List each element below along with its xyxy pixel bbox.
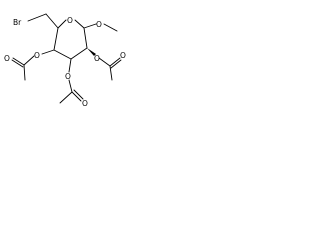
bond-c5-c6 xyxy=(45,13,59,29)
bond-carbonyl-c4-methyl xyxy=(23,64,26,81)
bromomethyl-group xyxy=(27,13,59,29)
bond-carbonyl-c2-methyl xyxy=(109,65,113,81)
acetoxy-group-c4 xyxy=(11,49,55,81)
bond-o-carbonyl-c4 xyxy=(23,55,35,66)
molecule-structure: Br O O O O O O O O xyxy=(4,13,126,108)
bond-carbonyl-c3-double-a xyxy=(71,91,82,102)
bond-c1-c2 xyxy=(83,27,88,49)
bond-carbonyl-c2-double-b xyxy=(110,59,122,69)
methoxy-oxygen-label: O xyxy=(96,20,102,29)
bond-carbonyl-c4-double-a xyxy=(12,57,25,66)
carbonyl-oxygen-c2-label: O xyxy=(120,51,126,60)
acetoxy-oxygen-c4-label: O xyxy=(34,51,40,60)
bond-c2-c3 xyxy=(70,47,88,60)
bond-c5-o5 xyxy=(57,19,67,29)
wedge-c2-o xyxy=(87,48,96,56)
bond-o5-c1 xyxy=(74,19,85,29)
bond-carbonyl-c3-methyl xyxy=(59,91,73,104)
bond-ome-o-ch3 xyxy=(103,23,118,32)
acetoxy-oxygen-c3-label: O xyxy=(65,72,71,81)
ring-oxygen-label: O xyxy=(67,16,73,25)
bond-c6-br xyxy=(27,13,47,22)
bond-c3-o xyxy=(68,58,72,73)
acetoxy-group-c3 xyxy=(59,58,84,104)
carbonyl-oxygen-c3-label: O xyxy=(82,99,88,108)
atom-labels: Br O O O O O O O O xyxy=(4,16,126,108)
pyranose-ring xyxy=(53,19,88,60)
bond-carbonyl-c2-double-a xyxy=(109,57,121,67)
carbonyl-oxygen-c4-label: O xyxy=(4,54,10,63)
bond-c4-c5 xyxy=(53,27,59,51)
acetoxy-oxygen-c2-label: O xyxy=(94,54,100,63)
bond-c3-c4 xyxy=(53,49,72,60)
bond-c4-o xyxy=(41,49,55,55)
methoxy-group xyxy=(83,23,118,32)
bond-carbonyl-c3-double-b xyxy=(73,89,84,100)
acetoxy-group-c2 xyxy=(87,48,122,81)
bond-o-carbonyl-c3 xyxy=(68,79,73,93)
bromine-label: Br xyxy=(13,18,22,27)
bond-c1-ome-o xyxy=(83,23,97,29)
bond-o-carbonyl-c2 xyxy=(98,57,111,67)
bond-carbonyl-c4-double-b xyxy=(11,59,24,68)
